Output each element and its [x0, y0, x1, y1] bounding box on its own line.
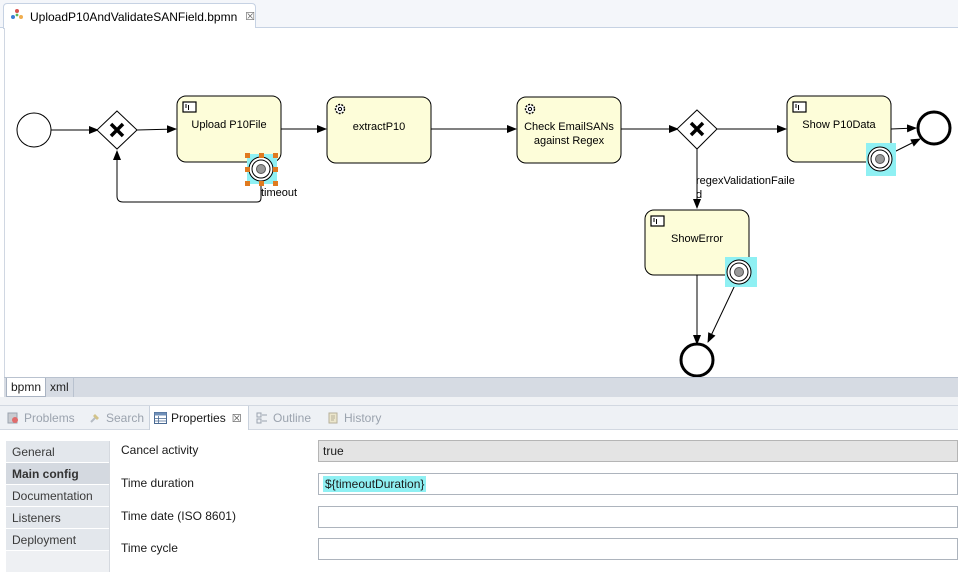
timer-icon	[875, 154, 885, 164]
task-label-line-2: against Regex	[534, 135, 605, 147]
row-time-duration: Time duration ${timeoutDuration}	[121, 473, 958, 495]
user-task-icon	[792, 101, 807, 113]
task-upload-p10file[interactable]: Upload P10File	[176, 95, 282, 163]
nav-main-config[interactable]: Main config	[6, 463, 109, 485]
timer-icon	[256, 164, 266, 174]
properties-icon	[153, 411, 167, 425]
properties-panel: General Main config Documentation Listen…	[0, 430, 958, 572]
tab-search[interactable]: Search	[88, 406, 144, 430]
flow-error-boundary-to-end	[707, 284, 736, 343]
exclusive-gateway-1[interactable]	[96, 110, 138, 150]
task-extract-p10[interactable]: extractP10	[326, 96, 432, 164]
task-label-line-1: Check EmailSANs	[524, 121, 614, 133]
selection-handles	[245, 153, 278, 186]
nav-general[interactable]: General	[6, 441, 109, 463]
task-show-error[interactable]: ShowError	[644, 209, 750, 276]
tab-history[interactable]: History	[326, 406, 381, 430]
exclusive-gateway-2[interactable]	[676, 109, 718, 150]
boundary-timer-event-showdata[interactable]	[866, 143, 896, 176]
editor-page-tabs: bpmn xml	[4, 377, 958, 397]
cancel-activity-field[interactable]: true	[318, 440, 958, 462]
time-duration-value: ${timeoutDuration}	[323, 476, 427, 492]
boundary-timer-event-selected[interactable]	[245, 153, 278, 186]
search-icon	[88, 411, 102, 425]
view-tab-bar: Problems Search Properties ☒ Outline His…	[0, 405, 958, 430]
time-date-field[interactable]	[318, 506, 958, 528]
task-check-email-sans[interactable]: Check EmailSANs against Regex	[516, 96, 622, 164]
task-label: ShowError	[671, 233, 723, 245]
flow-showdata-to-end	[890, 124, 917, 133]
tab-search-label: Search	[106, 411, 145, 425]
boundary-timer-event-showerror[interactable]	[725, 257, 757, 287]
task-label: Show P10Data	[802, 119, 876, 131]
bpmn-diagram-canvas[interactable]: Upload P10File extractP10 Check EmailSAN…	[4, 28, 958, 378]
tab-outline-label: Outline	[273, 411, 312, 425]
page-tab-xml[interactable]: xml	[46, 378, 74, 397]
task-label: Upload P10File	[191, 119, 266, 131]
time-date-label: Time date (ISO 8601)	[121, 509, 236, 523]
page-tab-bpmn[interactable]: bpmn	[6, 378, 47, 397]
tab-problems-label: Problems	[24, 411, 75, 425]
sequence-flows	[51, 124, 921, 345]
bpmn-file-icon	[10, 8, 24, 25]
time-duration-field[interactable]: ${timeoutDuration}	[318, 473, 958, 495]
problems-icon	[6, 411, 20, 425]
tab-history-label: History	[344, 411, 382, 425]
tab-properties-label: Properties	[171, 411, 226, 425]
flow-label-timeout: timeout	[261, 187, 297, 199]
flow-label-regex-line-2: d	[696, 189, 702, 201]
close-icon[interactable]: ☒	[231, 412, 242, 425]
task-label: extractP10	[353, 121, 406, 133]
gear-icon	[334, 103, 346, 115]
tab-problems[interactable]: Problems	[6, 406, 75, 430]
timer-icon	[734, 267, 744, 277]
flow-boundary-to-end	[893, 138, 921, 153]
flow-timeout-loop	[113, 150, 262, 203]
time-cycle-field[interactable]	[318, 538, 958, 560]
end-event-error[interactable]	[679, 342, 715, 378]
properties-nav: General Main config Documentation Listen…	[6, 441, 110, 572]
task-show-p10data[interactable]: Show P10Data	[786, 95, 892, 163]
editor-tab-bar: UploadP10AndValidateSANField.bpmn ☒	[0, 0, 958, 29]
nav-documentation[interactable]: Documentation	[6, 485, 109, 507]
nav-deployment[interactable]: Deployment	[6, 529, 109, 551]
end-event-success[interactable]	[916, 110, 952, 146]
user-task-icon	[182, 101, 197, 113]
gear-icon	[524, 103, 536, 115]
time-duration-label: Time duration	[121, 476, 194, 490]
tab-properties[interactable]: Properties ☒	[149, 406, 249, 430]
close-icon[interactable]: ☒	[245, 11, 256, 23]
cancel-activity-label: Cancel activity	[121, 443, 199, 457]
row-time-date: Time date (ISO 8601)	[121, 506, 958, 528]
time-cycle-label: Time cycle	[121, 541, 178, 555]
history-icon	[326, 411, 340, 425]
row-cancel-activity: Cancel activity true	[121, 440, 958, 462]
row-time-cycle: Time cycle	[121, 538, 958, 560]
nav-listeners[interactable]: Listeners	[6, 507, 109, 529]
editor-tab-bpmn-file[interactable]: UploadP10AndValidateSANField.bpmn ☒	[3, 3, 256, 29]
editor-tab-title: UploadP10AndValidateSANField.bpmn	[30, 9, 238, 24]
flow-gateway-to-upload	[136, 125, 177, 134]
user-task-icon	[650, 215, 665, 227]
view-separator	[0, 397, 958, 405]
flow-label-regex-line-1: regexValidationFaile	[696, 175, 795, 187]
start-event[interactable]	[16, 112, 52, 148]
outline-icon	[255, 411, 269, 425]
tab-outline[interactable]: Outline	[255, 406, 311, 430]
